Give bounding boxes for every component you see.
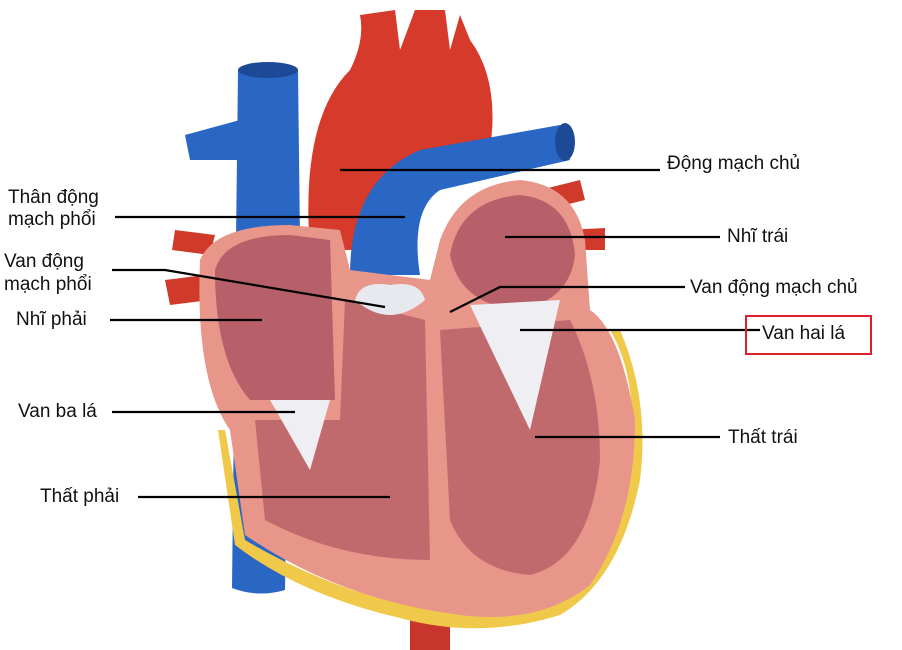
leader-pulmonary-valve — [112, 268, 386, 309]
label-pulmonary-trunk-line2: mạch phổi — [8, 209, 96, 230]
leader-lines — [110, 168, 760, 499]
label-left-ventricle: Thất trái — [728, 427, 798, 448]
pulmonary-trunk-opening — [555, 123, 575, 161]
label-tricuspid-valve: Van ba lá — [18, 401, 97, 422]
aorta — [308, 10, 493, 250]
label-left-atrium: Nhĩ trái — [727, 226, 789, 247]
label-right-atrium: Nhĩ phải — [16, 309, 87, 330]
tricuspid-valve — [270, 400, 330, 470]
right-pulmonary-artery — [185, 120, 245, 160]
pulmonary-trunk — [350, 125, 570, 275]
pulmonary-valve — [355, 284, 425, 315]
right-ventricle — [255, 300, 430, 560]
mitral-valve — [470, 300, 560, 430]
label-right-ventricle: Thất phải — [40, 486, 120, 507]
label-aorta: Động mạch chủ — [667, 153, 801, 174]
right-atrium — [215, 235, 335, 400]
vena-cava-opening — [238, 62, 298, 78]
label-pulmonary-valve-line1: Van động — [4, 251, 84, 272]
label-aortic-valve: Van động mạch chủ — [690, 277, 858, 298]
left-atrium — [450, 195, 575, 310]
leader-aortic-valve — [449, 285, 685, 313]
left-ventricle — [440, 320, 600, 575]
label-mitral-valve: Van hai lá — [762, 323, 846, 344]
highlight-box — [745, 315, 872, 355]
label-pulmonary-valve-line2: mạch phổi — [4, 274, 92, 295]
label-pulmonary-trunk-line1: Thân động — [8, 187, 99, 208]
